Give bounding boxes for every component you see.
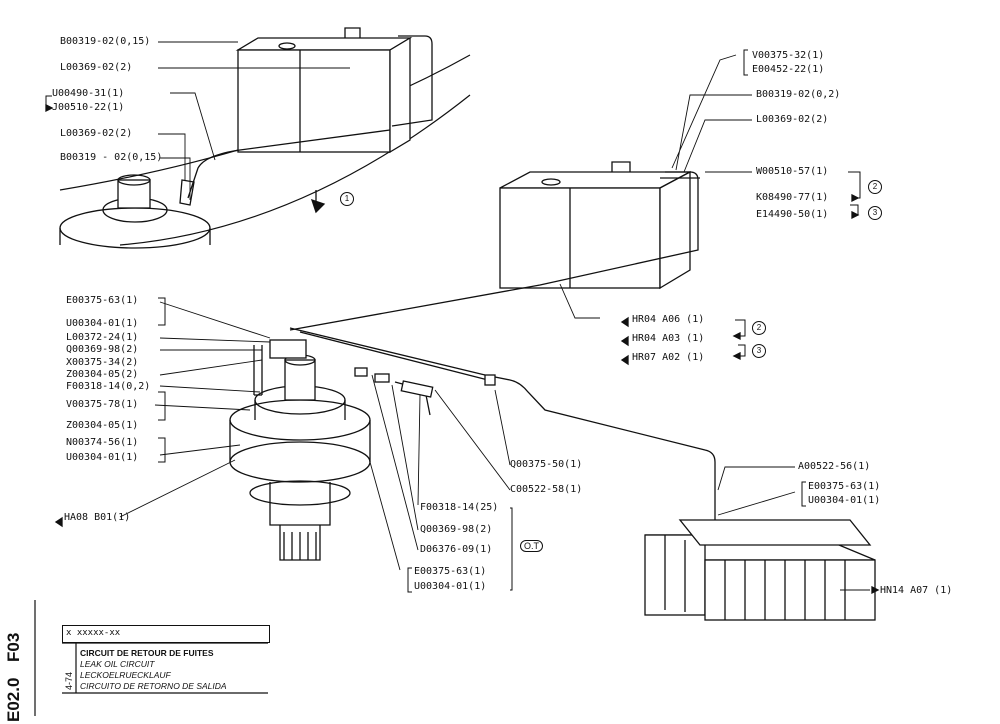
callout-2-top: 2	[868, 180, 882, 194]
pump-inset	[59, 174, 211, 249]
label-f00318-14-25: F00318-14(25)	[420, 502, 499, 513]
label-e00452-22: E00452-22(1)	[752, 64, 825, 75]
fitting-a	[354, 367, 368, 377]
label-e00375-63-left: E00375-63(1)	[66, 295, 139, 306]
label-v00375-32: V00375-32(1)	[752, 50, 825, 61]
union	[484, 374, 496, 386]
battery-large	[499, 161, 691, 290]
pipe-inset-a	[391, 35, 433, 127]
label-hr04-a03: HR04 A03 (1)	[632, 333, 705, 344]
label-e00375-63-center: E00375-63(1)	[414, 566, 487, 577]
pipe-main-return-2	[299, 331, 489, 381]
label-j00510: J00510-22(1)	[52, 102, 125, 113]
battery-small	[235, 27, 413, 154]
label-u00304-01-right: U00304-01(1)	[808, 495, 881, 506]
label-a00522-56: A00522-56(1)	[798, 461, 871, 472]
label-b00319-015-mid: B00319 - 02(0,15)	[60, 152, 163, 163]
label-u00304-01-left-b: U00304-01(1)	[66, 452, 139, 463]
leader-lines-right	[369, 54, 870, 591]
label-n00374-56: N00374-56(1)	[66, 437, 139, 448]
inset-border-curve-2	[119, 94, 471, 246]
label-l00369-top: L00369-02(2)	[60, 62, 133, 73]
pipe-main-return	[289, 327, 716, 520]
leader-lines-left	[119, 41, 350, 518]
label-u00304-01-left-a: U00304-01(1)	[66, 318, 139, 329]
pipe-battery-return	[289, 171, 699, 331]
label-hr07-a02: HR07 A02 (1)	[632, 352, 705, 363]
label-v00375-78: V00375-78(1)	[66, 399, 139, 410]
callout-1: 1	[340, 192, 354, 206]
label-b00319-015-top: B00319-02(0,15)	[60, 36, 151, 47]
title-fr: CIRCUIT DE RETOUR DE FUITES	[80, 648, 214, 658]
label-z00304-05-1: Z00304-05(1)	[66, 420, 139, 431]
label-x00375-34: X00375-34(2)	[66, 357, 139, 368]
ot-badge: O.T	[520, 540, 543, 552]
label-hr04-a06: HR04 A06 (1)	[632, 314, 705, 325]
callout-2-hr: 2	[752, 321, 766, 335]
label-z00304-05-2: Z00304-05(2)	[66, 369, 139, 380]
label-k08490-77: K08490-77(1)	[756, 192, 829, 203]
label-f00318-14-left: F00318-14(0,2)	[66, 381, 151, 392]
label-b00319-02-large: B00319-02(0,2)	[756, 89, 841, 100]
title-en: LEAK OIL CIRCUIT	[80, 659, 155, 669]
label-q00375-50: Q00375-50(1)	[510, 459, 583, 470]
label-e14490-50: E14490-50(1)	[756, 209, 829, 220]
arrow-1	[310, 190, 326, 214]
label-u00304-01-center: U00304-01(1)	[414, 581, 487, 592]
callout-3-top: 3	[868, 206, 882, 220]
pipe-inset-b	[187, 129, 391, 199]
tee-fitting	[253, 339, 307, 396]
title-ref: x xxxxx-xx	[66, 628, 121, 638]
label-l00372-24: L00372-24(1)	[66, 332, 139, 343]
callout-3-hr: 3	[752, 344, 766, 358]
label-d06376-09: D06376-09(1)	[420, 544, 493, 555]
hose-body	[400, 380, 434, 398]
title-de: LECKOELRUECKLAUF	[80, 670, 171, 680]
label-hn14-a07: HN14 A07 (1)	[880, 585, 953, 596]
label-c00522-58: C00522-58(1)	[510, 484, 583, 495]
fitting-b	[374, 373, 390, 383]
arrow-heads	[45, 103, 880, 595]
label-l00369-large: L00369-02(2)	[756, 114, 829, 125]
label-u00490: U00490-31(1)	[52, 88, 125, 99]
label-w00510-57: W00510-57(1)	[756, 166, 829, 177]
label-e00375-63-right: E00375-63(1)	[808, 481, 881, 492]
label-q00369-98-left: Q00369-98(2)	[66, 344, 139, 355]
label-l00369-mid: L00369-02(2)	[60, 128, 133, 139]
brackets	[158, 49, 861, 593]
label-q00369-98-center: Q00369-98(2)	[420, 524, 493, 535]
bracket-uj	[45, 95, 52, 109]
title-es: CIRCUITO DE RETORNO DE SALIDA	[80, 681, 227, 691]
label-ha08-b01: HA08 B01(1)	[64, 512, 131, 523]
